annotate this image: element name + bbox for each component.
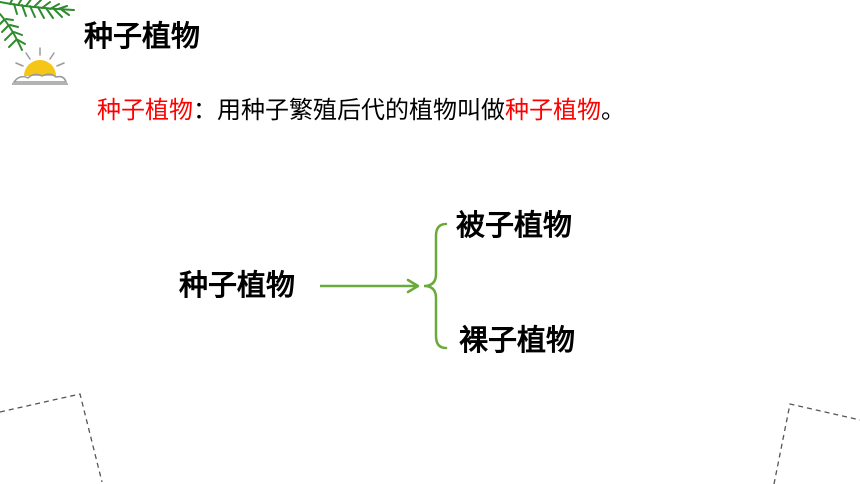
diagram-branch-gymnosperm: 裸子植物 — [459, 323, 576, 357]
diagram-root-node: 种子植物 — [179, 268, 296, 302]
sun-icon — [12, 47, 68, 85]
definition-colon: ： — [193, 96, 217, 124]
definition-term: 种子植物 — [97, 96, 193, 124]
dashed-frame-right — [773, 403, 860, 484]
definition-term-end: 种子植物 — [505, 96, 601, 124]
palm-leaf-icon — [0, 0, 75, 51]
definition-text: 种子植物：用种子繁殖后代的植物叫做种子植物。 — [97, 92, 625, 128]
brace-icon — [423, 222, 448, 350]
diagram-branch-angiosperm: 被子植物 — [456, 208, 573, 242]
classification-connector — [320, 222, 448, 350]
page-title: 种子植物 — [84, 19, 201, 53]
definition-period: 。 — [601, 96, 625, 124]
arrow-icon — [320, 278, 420, 294]
definition-body: 用种子繁殖后代的植物叫做 — [217, 96, 505, 124]
dashed-frame-left — [0, 393, 103, 483]
